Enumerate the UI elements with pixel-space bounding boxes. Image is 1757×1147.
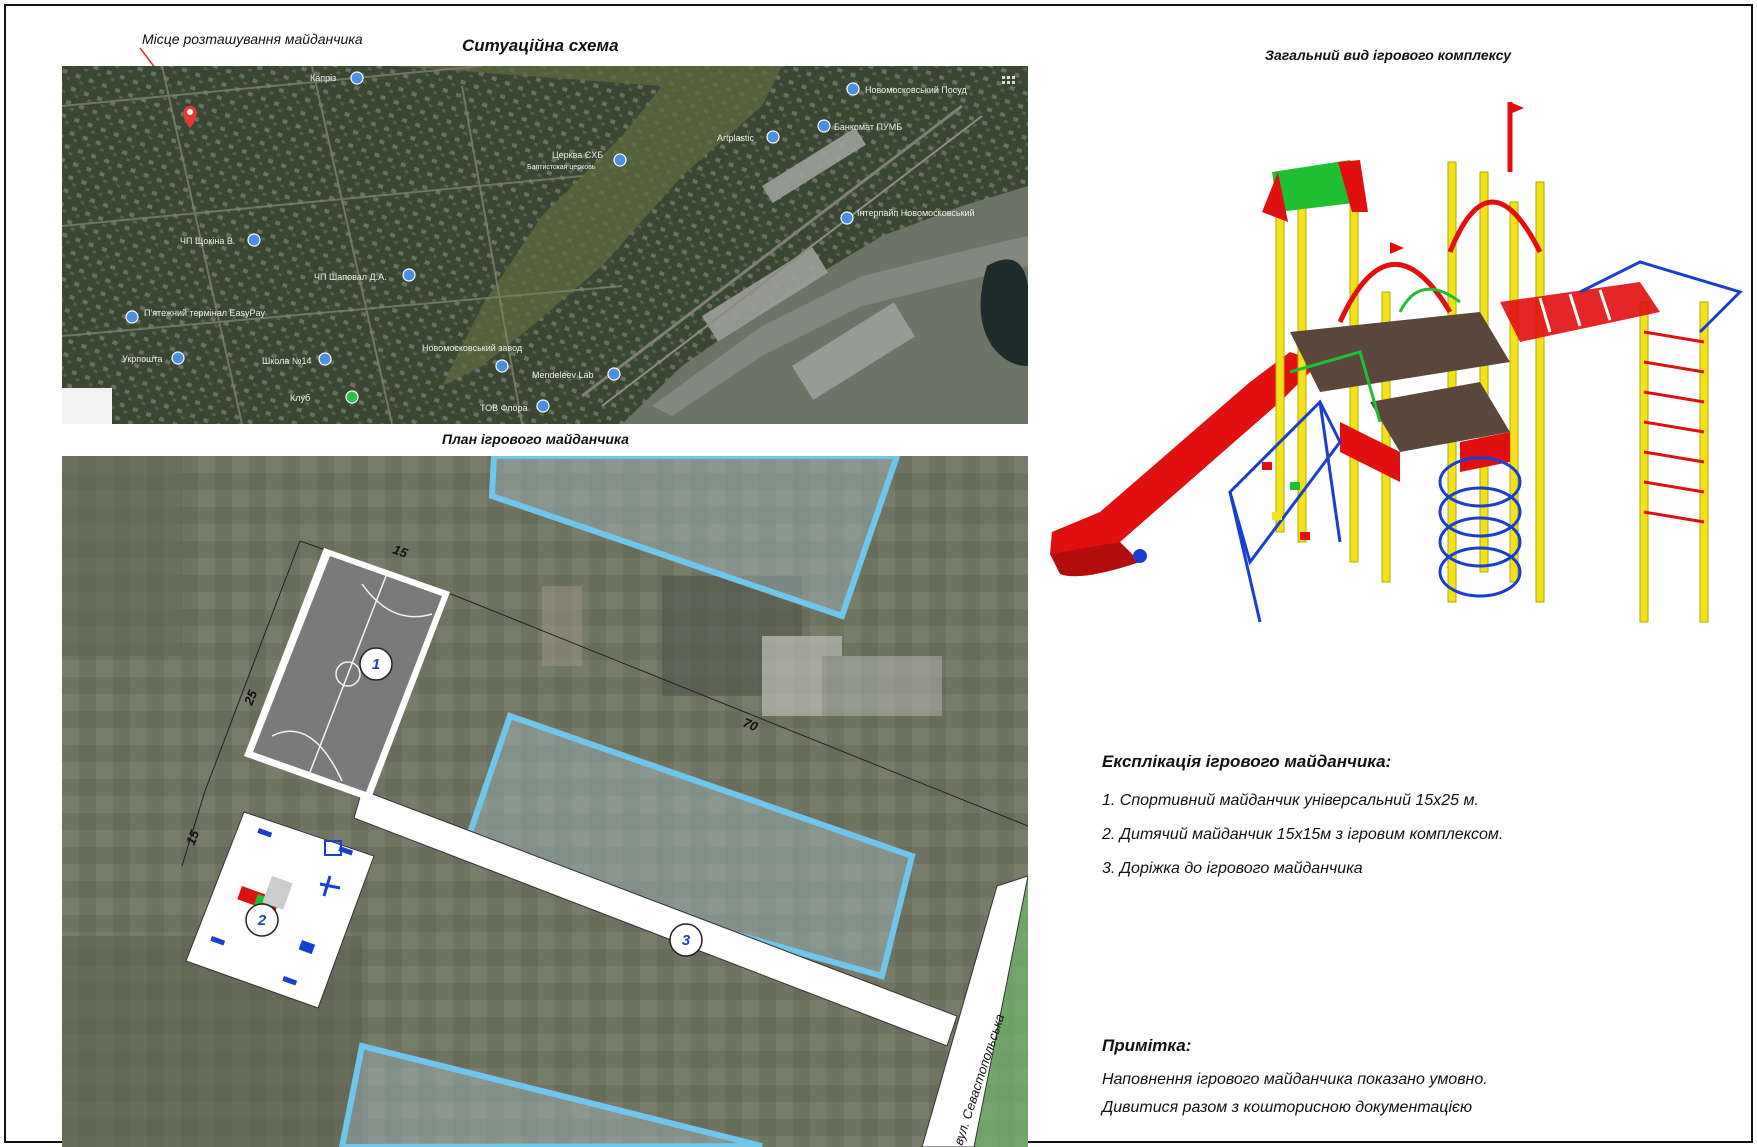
svg-text:Клуб: Клуб (290, 393, 310, 403)
svg-text:ТОВ Флора: ТОВ Флора (480, 403, 528, 413)
explication-item-2: 2. Дитячий майданчик 15х15м з ігровим ко… (1102, 826, 1504, 843)
svg-text:П'ятежний термінал EasyPay: П'ятежний термінал EasyPay (144, 308, 265, 318)
situation-title: Ситуаційна схема (462, 36, 619, 55)
svg-text:Новомосковський Посуд: Новомосковський Посуд (865, 85, 967, 95)
complex-title: Загальний вид ігрового комплексу (1265, 47, 1512, 63)
svg-text:Mendeleev Lab: Mendeleev Lab (532, 370, 594, 380)
explication-title: Експлікація ігрового майданчика: (1102, 752, 1392, 771)
play-complex-illustration (1040, 62, 1752, 662)
explication-item-1: 1. Спортивний майданчик універсальний 15… (1102, 792, 1479, 809)
svg-text:Церква ЄХБ: Церква ЄХБ (552, 150, 603, 160)
dim-width: 15 (391, 542, 410, 561)
location-label: Місце розташування майданчика (142, 31, 363, 47)
svg-text:Баптистская церковь: Баптистская церковь (527, 164, 596, 171)
marker-2: 2 (257, 912, 267, 929)
explication-item-3: 3. Доріжка до ігрового майданчика (1102, 860, 1363, 877)
map-marker-icon (183, 106, 197, 128)
svg-text:Artplastic: Artplastic (717, 133, 755, 143)
svg-text:Новомосковський завод: Новомосковський завод (422, 343, 523, 353)
svg-text:Інтерпайп Новомосковський: Інтерпайп Новомосковський (857, 208, 975, 218)
svg-text:Школа №14: Школа №14 (262, 356, 312, 366)
svg-text:Капріз: Капріз (310, 73, 336, 83)
note-title: Примітка: (1102, 1036, 1192, 1055)
note-line-1: Наповнення ігрового майданчика показано … (1102, 1071, 1488, 1088)
marker-3: 3 (682, 932, 691, 949)
sports-court (244, 548, 450, 801)
svg-text:Укрпошта: Укрпошта (122, 354, 162, 364)
dim-path: 70 (741, 715, 761, 735)
plan-title: План ігрового майданчика (442, 431, 629, 447)
svg-text:ЧП Щокіна В.: ЧП Щокіна В. (180, 236, 235, 246)
note-line-2: Дивитися разом з кошторисною документаці… (1102, 1099, 1472, 1116)
dim-length: 25 (240, 687, 260, 708)
marker-1: 1 (372, 656, 380, 673)
svg-text:Банкомат ПУМБ: Банкомат ПУМБ (834, 122, 902, 132)
satellite-map: Капріз Новомосковський Посуд Artplastic … (62, 66, 1028, 424)
playground-plan: вул. Севастопольська 15 25 15 70 (62, 456, 1028, 1147)
svg-text:ЧП Шаповал Д.А.: ЧП Шаповал Д.А. (314, 272, 387, 282)
dim-width-2: 15 (183, 827, 203, 847)
